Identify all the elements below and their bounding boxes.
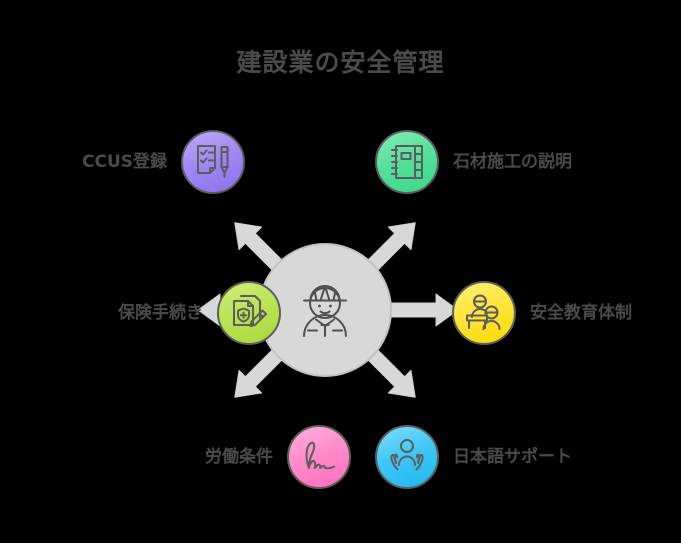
construction-worker-icon [286, 271, 364, 349]
node-label-stone-construction-explanation: 石材施工の説明 [453, 152, 572, 172]
center-hub [258, 243, 392, 377]
node-label-japanese-language-support: 日本語サポート [453, 447, 572, 467]
arrow-right [387, 292, 459, 328]
node-japanese-language-support[interactable]: 日本語サポート [375, 425, 572, 489]
supporting-hands-person-icon [375, 425, 439, 489]
node-stone-construction-explanation[interactable]: 石材施工の説明 [375, 130, 572, 194]
signature-icon [287, 425, 351, 489]
node-label-working-conditions: 労働条件 [205, 447, 273, 467]
training-people-icon [452, 281, 516, 345]
node-working-conditions[interactable]: 労働条件 [205, 425, 351, 489]
node-ccus-registration[interactable]: CCUS登録 [82, 130, 245, 194]
notebook-icon [375, 130, 439, 194]
clipboard-checklist-pen-icon [181, 130, 245, 194]
page-title: 建設業の安全管理 [236, 48, 445, 77]
node-label-insurance-procedures: 保険手続き [118, 303, 203, 323]
node-label-safety-education-system: 安全教育体制 [530, 303, 632, 323]
node-label-ccus-registration: CCUS登録 [82, 152, 167, 172]
node-safety-education-system[interactable]: 安全教育体制 [452, 281, 632, 345]
node-insurance-procedures[interactable]: 保険手続き [118, 281, 281, 345]
medical-document-pen-icon [217, 281, 281, 345]
